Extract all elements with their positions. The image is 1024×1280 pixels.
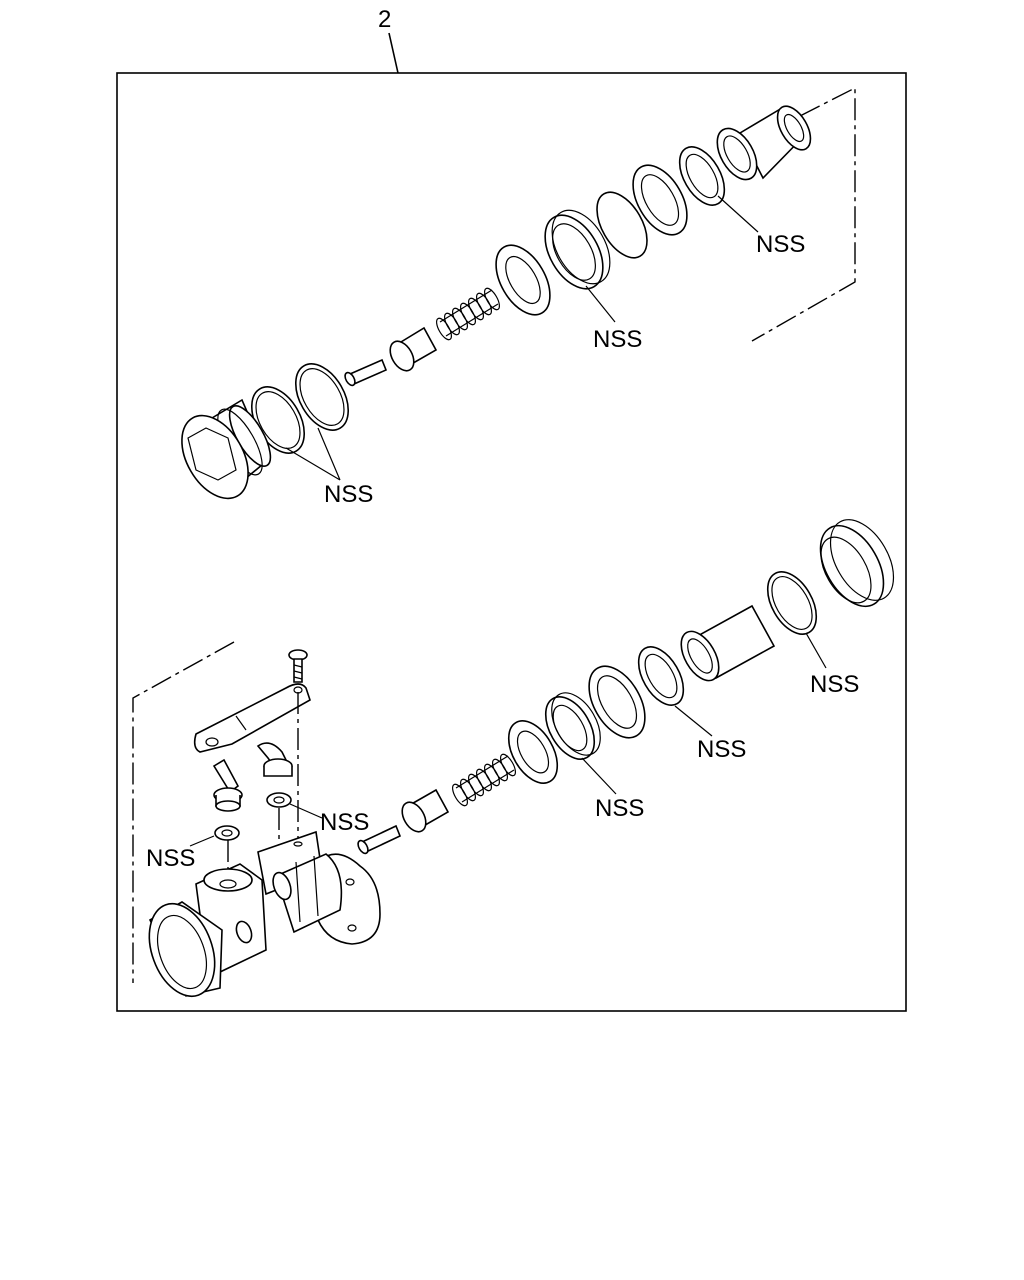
upper-plunger: [389, 326, 438, 372]
leader-lower-fitting-right: [289, 803, 323, 819]
lower-seal-ring-mid: [544, 692, 601, 760]
upper-washer: [596, 191, 648, 259]
upper-retainer: [495, 244, 551, 316]
leader-upper-orings: [285, 427, 341, 481]
leader-lower-o-ring-right: [805, 632, 827, 669]
upper-seal-ring-right: [678, 146, 726, 206]
lower-plunger: [401, 788, 450, 833]
lower-cup: [588, 665, 646, 739]
lower-seal-ring-right: [637, 646, 685, 706]
label-upper-orings: NSS: [324, 481, 373, 508]
callout-leader: [388, 32, 399, 74]
label-lower-seal-right: NSS: [697, 736, 746, 763]
lower-screw: [288, 649, 308, 683]
upper-pin: [344, 358, 388, 387]
leader-lower-fitting-left: [189, 835, 215, 847]
lower-sleeve: [680, 604, 776, 682]
callout-number: 2: [378, 6, 391, 33]
upper-seal-ring-mid: [544, 209, 611, 290]
leader-lower-seal-right: [674, 705, 713, 737]
assembly-frame: [116, 72, 907, 1012]
lower-pin: [357, 824, 402, 855]
label-lower-fitting-left: NSS: [146, 845, 195, 872]
lower-o-ring-right: [766, 571, 818, 635]
lower-washer-right: [266, 792, 292, 808]
leader-upper-seal-mid: [585, 285, 616, 323]
lower-assembly: NSS NSS NSS NSS NSS: [132, 519, 895, 998]
label-lower-o-ring-right: NSS: [810, 671, 859, 698]
lower-end-cap: [819, 519, 895, 608]
label-upper-seal-right: NSS: [756, 231, 805, 258]
lower-bracket-plate: [193, 683, 311, 753]
label-upper-seal-mid: NSS: [593, 326, 642, 353]
lower-bracket: [132, 641, 235, 983]
leader-lower-seal-mid: [581, 757, 617, 795]
upper-assembly: NSS NSS NSS: [181, 86, 856, 508]
upper-cup: [632, 164, 688, 236]
lower-fitting-right: [256, 742, 293, 777]
lower-retainer: [507, 720, 559, 784]
lower-spring: [452, 753, 516, 807]
lower-valve-body: [148, 830, 381, 998]
upper-snap-ring: [716, 127, 758, 181]
upper-o-ring-2: [294, 363, 350, 431]
label-lower-seal-mid: NSS: [595, 795, 644, 822]
upper-spring: [436, 287, 500, 341]
upper-plug: [181, 398, 272, 500]
label-lower-fitting-right: NSS: [320, 809, 369, 836]
leader-upper-seal-right: [717, 195, 759, 233]
lower-washer-left: [214, 825, 240, 841]
upper-bracket: [751, 86, 856, 342]
lower-fitting-left: [212, 758, 243, 812]
